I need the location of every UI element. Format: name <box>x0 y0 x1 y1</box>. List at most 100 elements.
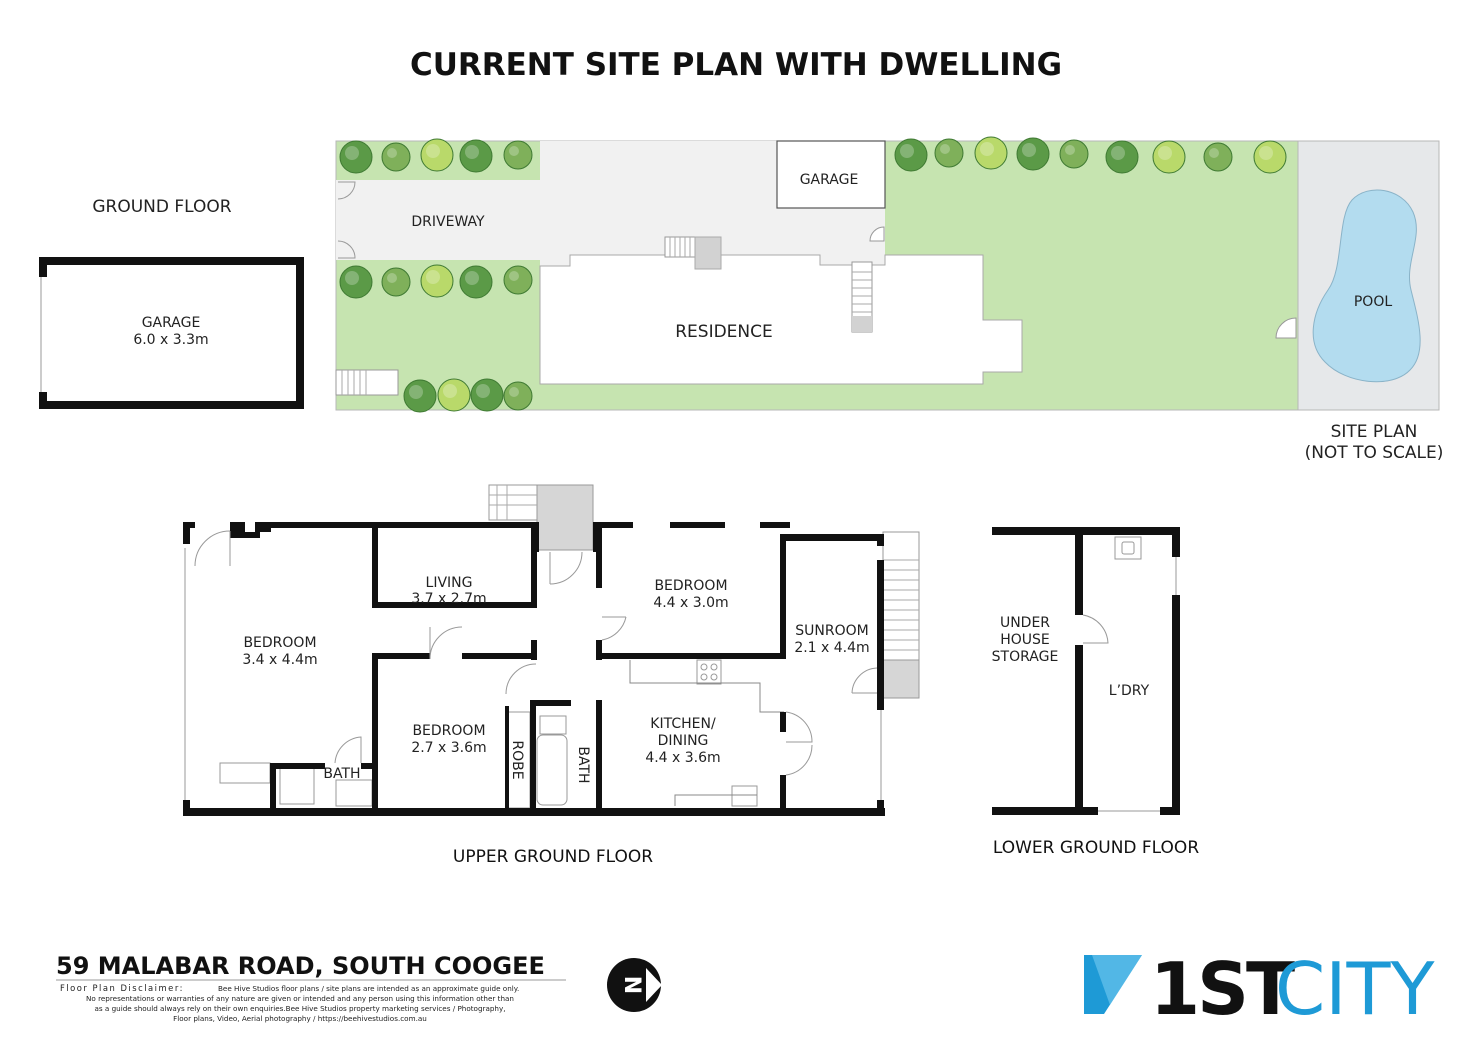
upper-bedroom-3-size: 2.7 x 3.6m <box>411 740 486 756</box>
tree-icon <box>339 265 373 299</box>
site-plan-caption-line1: SITE PLAN <box>1331 422 1418 442</box>
upper-bedroom-3-name: BEDROOM <box>412 723 485 739</box>
tree-icon <box>1152 140 1186 174</box>
driveway-area <box>336 180 540 260</box>
brand-logo: 1ST CITY <box>1084 947 1435 1031</box>
tree-icon <box>974 136 1008 170</box>
tree-icon <box>503 265 533 295</box>
brand-name-light: CITY <box>1275 947 1435 1031</box>
tree-highlight <box>509 146 519 156</box>
driveway-label: DRIVEWAY <box>411 214 485 230</box>
side-landing <box>852 316 872 332</box>
lower-ground-floor-plan <box>992 527 1180 815</box>
residence-footprint <box>539 254 1023 385</box>
upper-bedroom-2-name: BEDROOM <box>654 578 727 594</box>
tree-highlight <box>509 387 519 397</box>
tree-highlight <box>980 142 994 156</box>
tree-highlight <box>1111 146 1125 160</box>
site-garage <box>776 140 886 209</box>
disclaimer-line-2: No representations or warranties of any … <box>86 994 514 1003</box>
tree-icon <box>1059 139 1089 169</box>
disclaimer-line-3: as a guide should always rely on their o… <box>94 1004 505 1013</box>
living-size: 3.7 x 2.7m <box>411 591 486 607</box>
tree-highlight <box>443 384 457 398</box>
kitchen-name-line2: DINING <box>658 733 709 749</box>
tree-icon <box>503 140 533 170</box>
north-arrow-icon: N <box>607 958 662 1012</box>
tree-icon <box>420 264 454 298</box>
lower-ground-floor-heading: LOWER GROUND FLOOR <box>993 838 1199 858</box>
ground-floor-heading: GROUND FLOOR <box>92 197 231 217</box>
bath-right-label: BATH <box>575 746 591 783</box>
under-house-storage-line2: HOUSE <box>1000 632 1050 648</box>
tree-icon <box>503 381 533 411</box>
pool-water <box>1312 189 1421 383</box>
tree-highlight <box>509 271 519 281</box>
site-garage-label: GARAGE <box>800 172 859 188</box>
tree-icon <box>1253 140 1287 174</box>
ground-floor-garage <box>39 257 304 409</box>
residence-label: RESIDENCE <box>675 322 773 342</box>
tree-icon <box>459 265 493 299</box>
tree-highlight <box>465 271 479 285</box>
site-plan-caption-line2: (NOT TO SCALE) <box>1305 443 1444 463</box>
under-house-storage-line3: STORAGE <box>992 649 1059 665</box>
tree-icon <box>420 138 454 172</box>
sunroom-size: 2.1 x 4.4m <box>794 640 869 656</box>
garage-size: 6.0 x 3.3m <box>133 332 208 348</box>
tree-icon <box>1016 137 1050 171</box>
robe-label: ROBE <box>509 740 525 779</box>
tree-icon <box>437 378 471 412</box>
svg-text:N: N <box>619 976 644 994</box>
tree-highlight <box>387 273 397 283</box>
tree-icon <box>381 142 411 172</box>
tree-icon <box>459 139 493 173</box>
disclaimer-line-1: Bee Hive Studios floor plans / site plan… <box>218 984 519 993</box>
tree-highlight <box>476 384 490 398</box>
tree-icon <box>1203 142 1233 172</box>
disclaimer-line-4: Floor plans, Video, Aerial photography /… <box>173 1014 427 1023</box>
tree-icon <box>339 140 373 174</box>
sunroom-name: SUNROOM <box>795 623 868 639</box>
trees <box>339 136 1287 413</box>
property-address: 59 MALABAR ROAD, SOUTH COOGEE <box>56 952 545 980</box>
tree-highlight <box>409 385 423 399</box>
laundry-label: L’DRY <box>1109 683 1150 699</box>
pool-label: POOL <box>1354 294 1392 310</box>
upper-ground-floor-heading: UPPER GROUND FLOOR <box>453 847 653 867</box>
bath-left-label: BATH <box>323 766 360 782</box>
brand-name-bold: 1ST <box>1150 947 1295 1031</box>
tree-icon <box>1105 140 1139 174</box>
tree-highlight <box>1209 148 1219 158</box>
site-plan <box>335 140 1440 411</box>
tree-highlight <box>1022 143 1036 157</box>
tree-icon <box>934 138 964 168</box>
kitchen-name-line1: KITCHEN/ <box>650 716 716 732</box>
tree-highlight <box>1259 146 1273 160</box>
tree-highlight <box>426 144 440 158</box>
upper-ground-floor-plan <box>183 484 920 816</box>
page-title: CURRENT SITE PLAN WITH DWELLING <box>410 47 1062 83</box>
tree-icon <box>381 267 411 297</box>
tree-icon <box>403 379 437 413</box>
upper-bedroom-2-size: 4.4 x 3.0m <box>653 595 728 611</box>
entry-landing <box>694 236 722 270</box>
tree-highlight <box>940 144 950 154</box>
tree-highlight <box>345 271 359 285</box>
upper-bedroom-1-size: 3.4 x 4.4m <box>242 652 317 668</box>
tree-highlight <box>465 145 479 159</box>
under-house-storage-line1: UNDER <box>1000 615 1050 631</box>
tree-highlight <box>1065 145 1075 155</box>
upper-bedroom-1-name: BEDROOM <box>243 635 316 651</box>
garage-label: GARAGE <box>142 315 201 331</box>
tree-icon <box>470 378 504 412</box>
living-name: LIVING <box>426 575 473 591</box>
kitchen-size: 4.4 x 3.6m <box>645 750 720 766</box>
tree-icon <box>894 138 928 172</box>
tree-highlight <box>426 270 440 284</box>
disclaimer-heading: Floor Plan Disclaimer: <box>60 983 184 993</box>
tree-highlight <box>900 144 914 158</box>
tree-highlight <box>345 146 359 160</box>
tree-highlight <box>1158 146 1172 160</box>
